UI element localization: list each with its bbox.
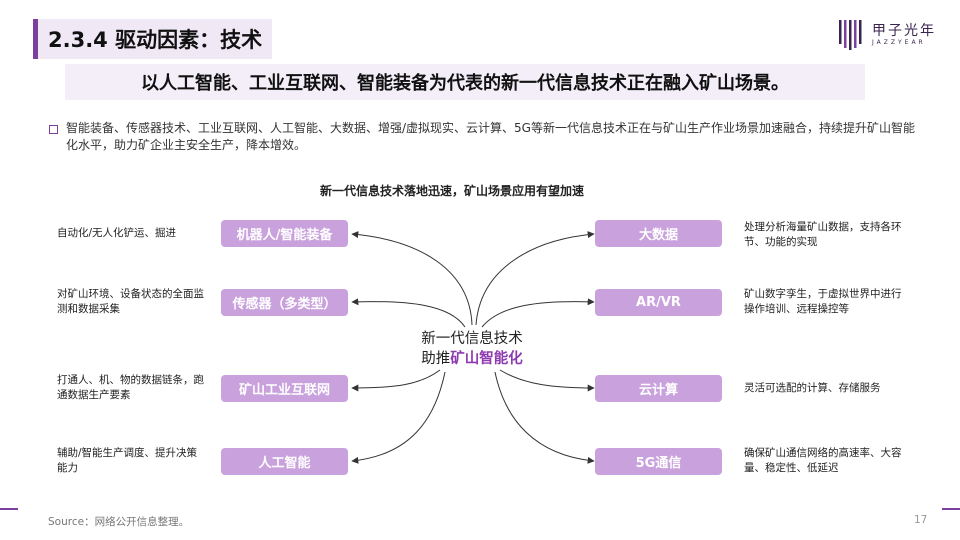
desc-5g: 确保矿山通信网络的高速率、大容量、稳定性、低延迟 [744, 447, 902, 474]
node-robot-equipment: 机器人/智能装备 [221, 220, 348, 247]
connector-iiot [351, 369, 441, 392]
desc-iiot: 打通人、机、物的数据链条，跑通数据生产要素 [57, 374, 204, 401]
desc-ai: 辅助/智能生产调度、提升决策能力 [57, 447, 198, 474]
logo-text-cn: 甲子光年 [872, 23, 936, 39]
center-line-1: 新一代信息技术 [421, 331, 523, 347]
desc-sensor: 对矿山环境、设备状态的全面监测和数据采集 [57, 288, 204, 315]
node-cloud: 云计算 [595, 375, 722, 402]
page-number: 17 [914, 514, 928, 526]
node-ar-vr: AR/VR [595, 289, 722, 316]
desc-ar-vr: 矿山数字孪生，于虚拟世界中进行操作培训、远程操控等 [744, 288, 902, 315]
title-accent-bar [33, 19, 38, 59]
diagram-title: 新一代信息技术落地迅速，矿山场景应用有望加速 [320, 184, 585, 198]
connector-bigdata [475, 231, 595, 326]
connector-ai [351, 371, 446, 464]
node-mine-iiot: 矿山工业互联网 [221, 375, 348, 402]
brand-logo: 甲子光年 JAZZYEAR [838, 18, 938, 50]
headline-box: 以人工智能、工业互联网、智能装备为代表的新一代信息技术正在融入矿山场景。 [65, 64, 865, 100]
center-label: 新一代信息技术 助推矿山智能化 [397, 329, 547, 369]
center-line-2: 助推矿山智能化 [397, 349, 547, 369]
footer-accent-left [0, 508, 18, 510]
connector-sensor [351, 298, 466, 328]
node-5g: 5G通信 [595, 448, 722, 475]
desc-robot: 自动化/无人化铲运、掘进 [57, 227, 177, 239]
footer-accent-right [942, 508, 960, 510]
page-title: 2.3.4 驱动因素：技术 [48, 28, 263, 52]
headline: 以人工智能、工业互联网、智能装备为代表的新一代信息技术正在融入矿山场景。 [141, 73, 789, 94]
logo-text-en: JAZZYEAR [872, 39, 926, 46]
connector-5g [494, 371, 595, 464]
center-line-2-prefix: 助推 [421, 351, 451, 367]
connector-robot [351, 231, 473, 326]
logo-mark-icon [839, 20, 862, 50]
bullet-square-icon [49, 125, 58, 134]
node-big-data: 大数据 [595, 220, 722, 247]
center-highlight: 矿山智能化 [450, 351, 523, 367]
connector-cloud [499, 369, 595, 392]
title-box: 2.3.4 驱动因素：技术 [38, 19, 273, 59]
connector-arvr [481, 298, 595, 328]
node-sensor: 传感器（多类型） [221, 289, 348, 316]
node-ai: 人工智能 [221, 448, 348, 475]
source-note: Source：网络公开信息整理。 [48, 516, 190, 528]
bullet-text: 智能装备、传感器技术、工业互联网、人工智能、大数据、增强/虚拟现实、云计算、5G… [66, 121, 915, 152]
desc-cloud: 灵活可选配的计算、存储服务 [744, 382, 881, 394]
desc-big-data: 处理分析海量矿山数据，支持各环节、功能的实现 [744, 221, 902, 248]
